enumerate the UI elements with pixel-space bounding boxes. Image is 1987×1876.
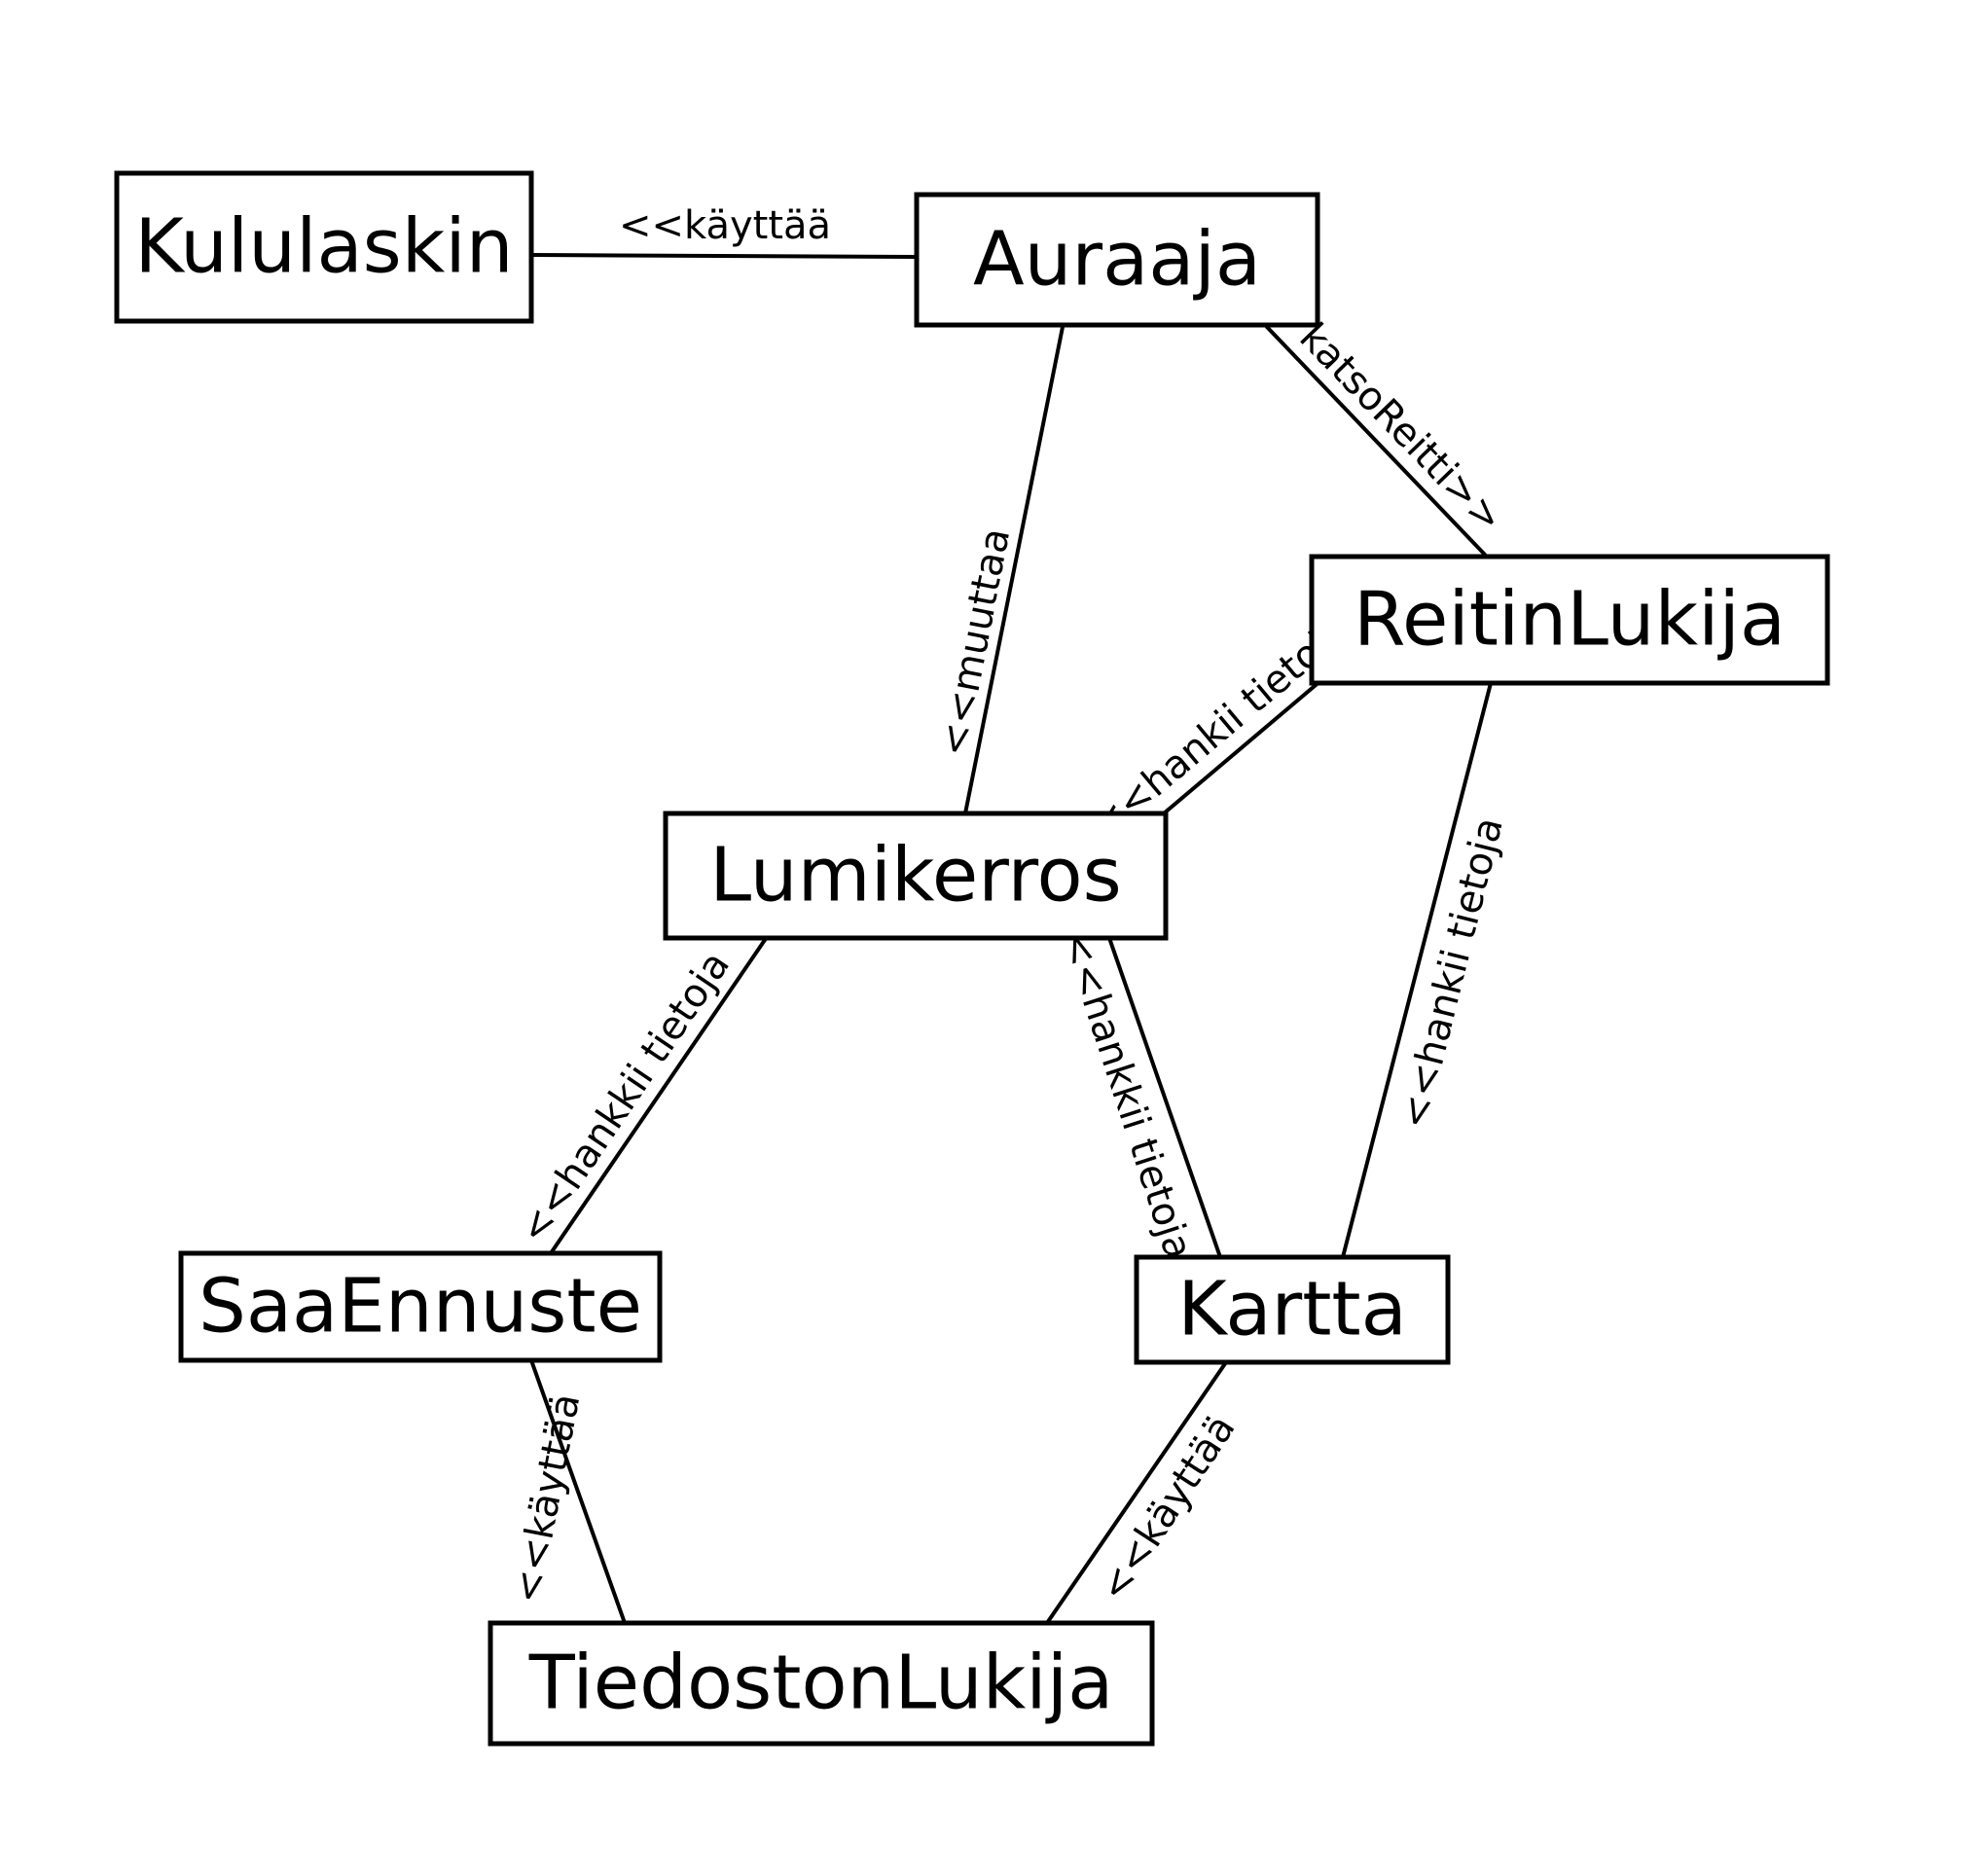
edge-line-reitinlukija-lumikerros (1162, 673, 1329, 815)
edge-line-lumikerros-kartta (1107, 936, 1222, 1259)
node-tiedostonlukija: TiedostonLukija (488, 1620, 1155, 1747)
node-kartta: Kartta (1134, 1254, 1451, 1365)
edge-label-lumikerros-kartta: <<hankkii tietoja (1053, 926, 1201, 1265)
node-saaennuste: SaaEnnuste (178, 1250, 663, 1363)
edge-auraaja-lumikerros: <<muuttaa (931, 325, 1065, 815)
node-box-tiedostonlukija (488, 1620, 1155, 1747)
edge-label-lumikerros-saaennuste: <<hankkii tietoja (511, 944, 739, 1251)
edge-label-auraaja-lumikerros: <<muuttaa (931, 524, 1019, 760)
node-box-auraaja (914, 192, 1320, 328)
edge-auraaja-reitinlukija: katsoReitti>> (1265, 315, 1512, 557)
edge-reitinlukija-kartta: <<hankii tietoja (1341, 681, 1512, 1259)
node-box-kartta (1134, 1254, 1451, 1365)
edge-line-auraaja-kululaskin (531, 253, 919, 259)
edge-line-saaennuste-tiedostonlukija (529, 1358, 627, 1625)
node-label-reitinlukija: ReitinLukija (1354, 577, 1786, 664)
node-label-kululaskin: Kululaskin (134, 204, 513, 291)
node-box-reitinlukija (1309, 554, 1830, 686)
edge-label-kartta-tiedostonlukija: <<käyttää (1091, 1407, 1244, 1609)
node-box-kululaskin (114, 170, 534, 324)
node-lumikerros: Lumikerros (663, 811, 1169, 941)
node-label-tiedostonlukija: TiedostonLukija (528, 1641, 1114, 1727)
edge-line-auraaja-lumikerros (963, 325, 1065, 815)
node-label-kartta: Kartta (1177, 1267, 1407, 1353)
node-reitinlukija: ReitinLukija (1309, 554, 1830, 686)
edge-lumikerros-kartta: <<hankkii tietoja (1053, 926, 1222, 1265)
edge-line-reitinlukija-kartta (1341, 681, 1493, 1259)
edge-kartta-tiedostonlukija: <<käyttää (1045, 1360, 1245, 1625)
node-box-saaennuste (178, 1250, 663, 1363)
edge-label-auraaja-kululaskin: <<käyttää (619, 203, 831, 248)
node-label-auraaja: Auraaja (973, 217, 1261, 304)
edge-label-reitinlukija-kartta: <<hankii tietoja (1391, 813, 1512, 1134)
nodes-layer: Kululaskin AuraajaReitinLukijaLumikerrosS… (114, 170, 1830, 1747)
edge-line-auraaja-reitinlukija (1265, 325, 1487, 557)
edge-auraaja-kululaskin: <<käyttää (531, 203, 919, 259)
node-label-lumikerros: Lumikerros (709, 833, 1121, 920)
node-label-saaennuste: SaaEnnuste (199, 1264, 642, 1351)
node-auraaja: Auraaja (914, 192, 1320, 328)
node-box-lumikerros (663, 811, 1169, 941)
edge-lumikerros-saaennuste: <<hankkii tietoja (511, 938, 767, 1255)
node-kululaskin: Kululaskin (114, 170, 534, 324)
edge-line-lumikerros-saaennuste (549, 938, 767, 1255)
edge-label-auraaja-reitinlukija: katsoReitti>> (1290, 315, 1511, 542)
edge-line-kartta-tiedostonlukija (1045, 1360, 1228, 1625)
edge-label-saaennuste-tiedostonlukija: <<käyttää (505, 1390, 590, 1607)
edge-saaennuste-tiedostonlukija: <<käyttää (505, 1358, 627, 1625)
